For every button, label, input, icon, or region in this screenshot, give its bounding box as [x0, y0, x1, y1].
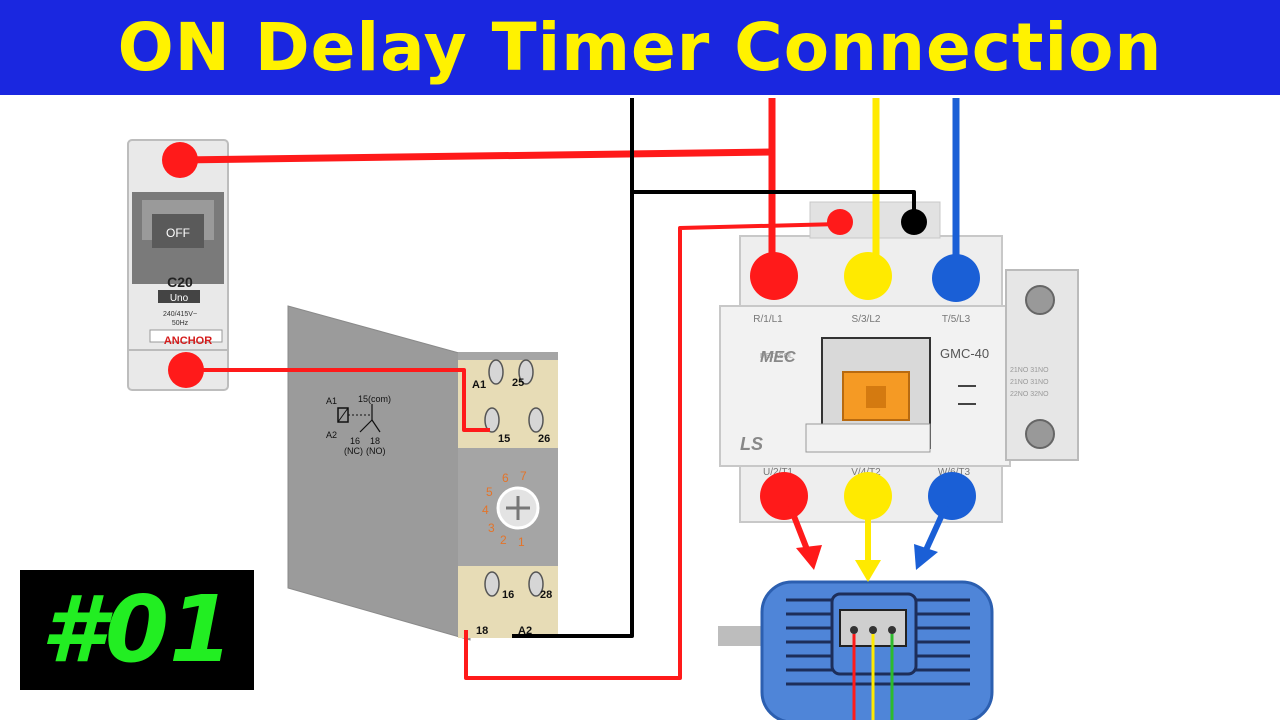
- mcb-series: Uno: [170, 293, 189, 304]
- episode-badge: [20, 570, 254, 690]
- symbol-nc: (NC): [344, 446, 363, 456]
- terminal-t3-dot: [928, 472, 976, 520]
- contactor-brand: MEC: [760, 349, 796, 366]
- terminal-l2-dot: [844, 252, 892, 300]
- terminal-15: 15: [498, 433, 510, 445]
- symbol-a1: A1: [326, 396, 337, 406]
- mcb-top-terminal: [162, 142, 198, 178]
- arrow-red-icon: [796, 545, 822, 570]
- terminal-26: 26: [538, 433, 550, 445]
- episode-number: #01: [40, 576, 234, 683]
- aux-label-3: 22NO 32NO: [1010, 391, 1049, 398]
- dial-mark-6: 6: [502, 471, 509, 485]
- dial-mark-3: 3: [488, 521, 495, 535]
- terminal-28: 28: [540, 589, 552, 601]
- timer-relay: A1 25 15 26 16 28 18 A2 7 6 5 4 3 2 1 A1…: [287, 305, 558, 641]
- dial-mark-4: 4: [482, 503, 489, 517]
- terminal-label-u2t1: U/2/T1: [763, 467, 793, 478]
- relay-symbol: A1 A2 15(com) 16 18 (NC) (NO): [326, 394, 391, 456]
- terminal-l1-dot: [750, 252, 798, 300]
- ls-logo: LS: [740, 434, 763, 454]
- mcb-spec-2: 50Hz: [172, 320, 189, 327]
- brand-sub: METASOL: [760, 353, 793, 360]
- symbol-nc-num: 16: [350, 436, 360, 446]
- terminal-l3-dot: [932, 254, 980, 302]
- terminal-a1: A1: [472, 379, 486, 391]
- wires: [179, 98, 960, 680]
- coil-a1-dot: [827, 209, 853, 235]
- mcb-spec-1: 240/415V~: [163, 311, 197, 318]
- symbol-com: 15(com): [358, 394, 391, 404]
- mcb-brand: ANCHOR: [164, 335, 212, 347]
- dial-mark-2: 2: [500, 533, 507, 547]
- wire-red-supply: [179, 148, 773, 164]
- arrow-blue-icon: [914, 544, 938, 570]
- output-arrows: [787, 504, 949, 582]
- aux-label-2: 21NO 31NO: [1010, 379, 1049, 386]
- page-title: ON Delay Timer Connection: [117, 9, 1163, 86]
- wire-red-mcb-a1: [186, 368, 490, 432]
- dial-mark-1: 1: [518, 535, 525, 549]
- coil-a2-dot: [901, 209, 927, 235]
- mcb-bottom-terminal: [168, 352, 204, 388]
- aux-label-1: 21NO 31NO: [1010, 367, 1049, 374]
- terminal-dots: [162, 142, 980, 520]
- dial-mark-5: 5: [486, 485, 493, 499]
- symbol-no: (NO): [366, 446, 386, 456]
- title-banner: [0, 0, 1280, 95]
- wire-red-18-coil: [464, 222, 841, 680]
- terminal-label-r1l1: R/1/L1: [753, 314, 783, 325]
- dial-mark-7: 7: [520, 469, 527, 483]
- wire-black-neutral: [512, 98, 634, 638]
- motor: [718, 580, 994, 720]
- terminal-label-t5l3: T/5/L3: [942, 314, 971, 325]
- arrow-yellow-icon: [855, 560, 881, 582]
- terminal-label-s3l2: S/3/L2: [852, 314, 881, 325]
- terminal-16: 16: [502, 589, 514, 601]
- mcb-switch-label: OFF: [166, 226, 190, 240]
- terminal-25: 25: [512, 377, 524, 389]
- symbol-no-num: 18: [370, 436, 380, 446]
- terminal-18: 18: [476, 625, 488, 637]
- mcb-rating: C20: [167, 274, 193, 290]
- terminal-t2-dot: [844, 472, 892, 520]
- contactor-model: GMC-40: [940, 346, 989, 361]
- terminal-t1-dot: [760, 472, 808, 520]
- symbol-a2: A2: [326, 430, 337, 440]
- mcb-switch[interactable]: [152, 214, 204, 248]
- mcb-breaker: OFF C20 Uno 240/415V~ 50Hz ANCHOR: [127, 139, 229, 391]
